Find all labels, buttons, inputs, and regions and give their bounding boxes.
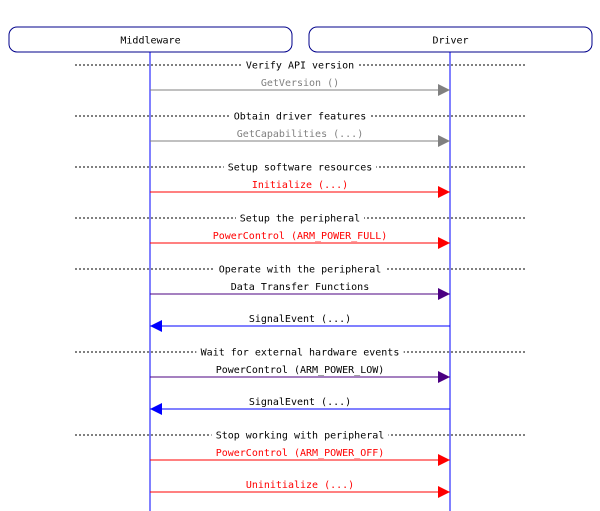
participant-label: Driver bbox=[432, 36, 468, 47]
participant-box bbox=[8, 26, 293, 53]
message: Initialize (...) bbox=[150, 180, 450, 198]
section-label: Stop working with peripheral bbox=[216, 431, 385, 442]
section-label: Setup software resources bbox=[228, 163, 373, 174]
section-label: Wait for external hardware events bbox=[201, 348, 400, 359]
section-divider: Setup the peripheral bbox=[75, 211, 525, 225]
section-label: Verify API version bbox=[246, 61, 354, 72]
section-label-bg bbox=[214, 262, 386, 275]
participant-label: Middleware bbox=[120, 36, 180, 47]
message: PowerControl (ARM_POWER_LOW) bbox=[150, 365, 450, 383]
section-label-bg bbox=[229, 109, 371, 122]
participant-middleware: Middleware bbox=[8, 26, 293, 53]
message-label: Data Transfer Functions bbox=[231, 282, 369, 293]
participant-driver: Driver bbox=[308, 26, 593, 53]
message: Uninitialize (...) bbox=[150, 480, 450, 498]
section-label-bg bbox=[211, 428, 389, 441]
section-label: Setup the peripheral bbox=[240, 214, 360, 225]
message: SignalEvent (...) bbox=[150, 314, 450, 332]
message: PowerControl (ARM_POWER_FULL) bbox=[150, 231, 450, 249]
section-label-bg bbox=[236, 211, 364, 224]
section-label-bg bbox=[223, 160, 377, 173]
message-label: GetVersion () bbox=[261, 78, 339, 89]
message-label: PowerControl (ARM_POWER_LOW) bbox=[216, 365, 385, 376]
section-label: Obtain driver features bbox=[234, 112, 366, 123]
message: PowerControl (ARM_POWER_OFF) bbox=[150, 448, 450, 466]
section-divider: Wait for external hardware events bbox=[75, 345, 525, 359]
participant-box bbox=[308, 26, 593, 53]
message: SignalEvent (...) bbox=[150, 397, 450, 415]
section-label-bg bbox=[242, 58, 358, 71]
message-label: Initialize (...) bbox=[252, 180, 348, 191]
message: Data Transfer Functions bbox=[150, 282, 450, 300]
section-divider: Operate with the peripheral bbox=[75, 262, 525, 276]
section-divider: Verify API version bbox=[75, 58, 525, 72]
message-label: PowerControl (ARM_POWER_OFF) bbox=[216, 448, 385, 459]
message: GetVersion () bbox=[150, 78, 450, 96]
message-label: PowerControl (ARM_POWER_FULL) bbox=[213, 231, 388, 242]
message-label: SignalEvent (...) bbox=[249, 397, 351, 408]
message-label: Uninitialize (...) bbox=[246, 480, 354, 491]
message: GetCapabilities (...) bbox=[150, 129, 450, 147]
section-label-bg bbox=[196, 345, 404, 358]
section-divider: Stop working with peripheral bbox=[75, 428, 525, 442]
section-divider: Setup software resources bbox=[75, 160, 525, 174]
section-label: Operate with the peripheral bbox=[219, 265, 382, 276]
section-divider: Obtain driver features bbox=[75, 109, 525, 123]
message-label: SignalEvent (...) bbox=[249, 314, 351, 325]
message-label: GetCapabilities (...) bbox=[237, 129, 363, 140]
